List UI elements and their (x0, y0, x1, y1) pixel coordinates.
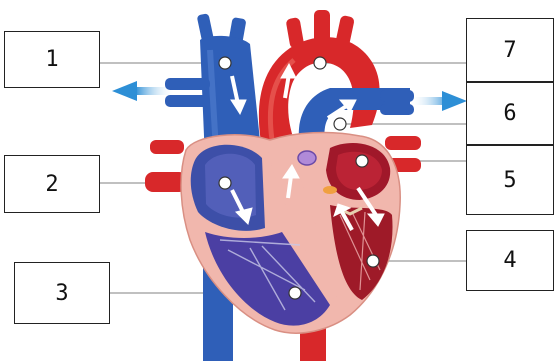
marker-dot-6 (334, 118, 346, 130)
marker-dot-5 (356, 155, 368, 167)
marker-dot-4 (367, 255, 379, 267)
right-pointer-arrow-icon (442, 91, 467, 111)
label-box-6: 6 (466, 82, 554, 145)
label-6-text: 6 (503, 101, 516, 126)
label-box-2: 2 (4, 155, 100, 213)
aortic-valve (323, 186, 337, 194)
label-box-3: 3 (14, 262, 110, 324)
left-pointer-arrow-icon (112, 81, 137, 101)
pulmonary-vein-left-upper (150, 140, 184, 154)
label-box-1: 1 (4, 31, 100, 88)
label-box-5: 5 (466, 145, 554, 215)
marker-dot-1 (219, 57, 231, 69)
label-2-text: 2 (45, 172, 58, 197)
marker-dot-7 (314, 57, 326, 69)
pulmonary-vein-right-upper (385, 136, 421, 150)
label-1-text: 1 (45, 47, 58, 72)
label-box-4: 4 (466, 230, 554, 291)
label-3-text: 3 (55, 281, 68, 306)
label-box-7: 7 (466, 18, 554, 82)
label-4-text: 4 (503, 248, 516, 273)
marker-dot-2 (219, 177, 231, 189)
label-7-text: 7 (503, 38, 516, 63)
label-5-text: 5 (503, 168, 516, 193)
marker-dot-3 (289, 287, 301, 299)
pulmonary-valve (298, 151, 316, 165)
